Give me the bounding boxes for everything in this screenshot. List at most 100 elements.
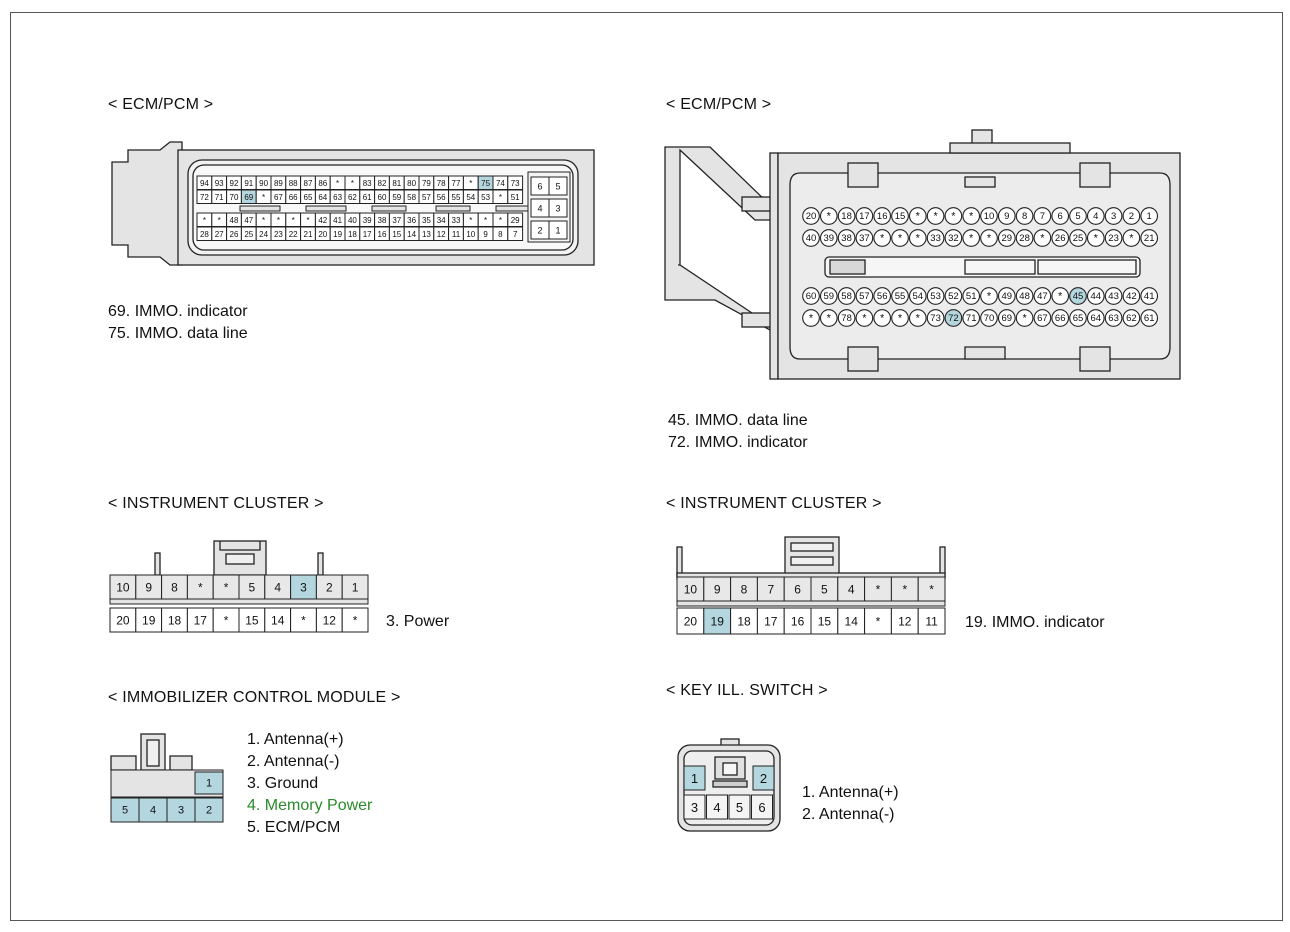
cluster-left-top-pin-3-label: * (198, 581, 203, 595)
ecm-right-pin-1-15 (1069, 229, 1087, 247)
ecm-right-pin-3-5 (891, 309, 909, 327)
ecm-right-pin-label-0-8: * (951, 211, 956, 223)
cluster-left-bottom-pin-9-cell (341, 607, 369, 633)
cluster-right-bottom-pin-2-cell (730, 607, 758, 635)
ecm-right-rail-seg-3 (1037, 259, 1137, 275)
cluster-right-top-pin-2-label: 8 (741, 583, 748, 597)
key-switch-lock-window (722, 762, 738, 776)
ecm-left-pin-1-4-label: * (262, 193, 265, 202)
immobilizer-bottom-pin-1-cell (138, 797, 168, 823)
key-switch-pin-1-cell (752, 765, 775, 791)
ecm-left-pin-1-6-label: 66 (289, 193, 298, 202)
ecm-right-pin-label-1-9: * (969, 233, 974, 245)
cluster-left-divider (109, 598, 369, 605)
ecm-left-pin-3-1-label: 27 (215, 230, 224, 239)
ecm-left-pin-3-2-label: 26 (230, 230, 239, 239)
ecm-right-notch-5 (1079, 346, 1111, 372)
ecm-left-key-bar (371, 205, 407, 212)
ecm-left-pin-0-8-label: 86 (318, 179, 327, 188)
ecm-left-title: < ECM/PCM > (108, 96, 214, 113)
cluster-right-top-pin-9-cell (917, 576, 946, 602)
ecm-left-pin-0-6-label: 88 (289, 179, 298, 188)
ecm-right-pin-label-1-0: 40 (806, 233, 817, 244)
cluster-right-top-pin-1-label: 9 (714, 583, 721, 597)
ecm-left-pin-2-20-label: * (499, 216, 502, 225)
ecm-right-pin-label-2-6: 54 (913, 291, 924, 302)
ecm-right-pin-label-2-7: 53 (930, 291, 941, 302)
immobilizer-note-5: 5. ECM/PCM (247, 819, 341, 836)
cluster-right-bottom-pin-8-label: 12 (898, 615, 912, 629)
cluster-right-bottom-pin-5-label: 15 (818, 615, 832, 629)
ecm-right-pin-label-2-11: 49 (1002, 291, 1013, 302)
ecm-left-pin-2-0-label: * (203, 216, 206, 225)
cluster-right-top-pin-0-label: 10 (684, 583, 698, 597)
ecm-right-pin-1-12 (1015, 229, 1034, 247)
ecm-left-pin-2-15-label: 35 (422, 216, 431, 225)
cluster-left-bottom-pin-9-label: * (353, 614, 358, 628)
immobilizer-bottom-pin-0-cell (110, 797, 140, 823)
ecm-left-pin-1-9-label: 63 (333, 193, 342, 202)
ecm-right-pin-2-1 (819, 287, 838, 305)
ecm-right-pin-0-5 (891, 207, 909, 225)
ecm-right-pin-1-1 (819, 229, 838, 247)
ecm-right-pin-0-19 (1140, 207, 1159, 225)
ecm-left-pin-3-17-label: 11 (452, 230, 461, 239)
ecm-right-pin-0-16 (1086, 207, 1105, 225)
cluster-left-top-pin-6-label: 4 (274, 581, 281, 595)
ecm-right-pin-label-3-9: 71 (966, 313, 977, 324)
ecm-right-pin-0-14 (1051, 207, 1070, 225)
ecm-right-pin-2-4 (873, 287, 892, 305)
cluster-left-bottom-pin-7-label: * (301, 614, 306, 628)
ecm-right-pin-label-1-6: * (916, 233, 921, 245)
ecm-right-pin-label-2-12: 48 (1019, 291, 1030, 302)
ecm-left-pin-1-2-label: 70 (230, 193, 239, 202)
ecm-right-pin-3-0 (802, 309, 820, 327)
ecm-left-side-pin-1-label: 5 (555, 182, 560, 192)
ecm-right-pin-0-3 (855, 207, 874, 225)
ecm-right-pin-label-3-7: 73 (930, 313, 941, 324)
cluster-left-bottom-pin-0-cell (109, 607, 137, 633)
ecm-right-notes: 45. IMMO. data line 72. IMMO. indicator (668, 410, 808, 454)
ecm-right-pin-1-18 (1122, 229, 1141, 247)
cluster-right-title: < INSTRUMENT CLUSTER > (666, 495, 882, 512)
ecm-left-pin-2-9-label: 41 (333, 216, 342, 225)
immobilizer-lock-window (146, 739, 160, 767)
ecm-left-pin-0-12-label: 82 (378, 179, 387, 188)
ecm-right-pin-2-9 (962, 287, 981, 305)
ecm-right-pin-label-1-5: * (898, 233, 903, 245)
ecm-right-pin-label-3-16: 64 (1091, 313, 1102, 324)
ecm-left-pin-2-2-label: 48 (230, 216, 239, 225)
ecm-left-pin-3-4-label: 24 (259, 230, 268, 239)
ecm-right-pin-label-2-15: 45 (1073, 291, 1084, 302)
ecm-right-note-1: 45. IMMO. data line (668, 412, 808, 429)
cluster-right-note: 19. IMMO. indicator (965, 614, 1105, 631)
ecm-right-pin-2-5 (891, 287, 909, 305)
key-switch-pin-0-cell (683, 765, 706, 791)
ecm-right-pin-label-2-16: 44 (1091, 291, 1102, 302)
cluster-left-post-left (154, 552, 161, 576)
ecm-left-pin-0-14-label: 80 (407, 179, 416, 188)
ecm-right-pin-1-4 (873, 229, 892, 247)
ecm-left-pin-2-19-label: * (484, 216, 487, 225)
immobilizer-bottom-pin-3-label: 2 (206, 805, 212, 817)
ecm-right-pin-2-6 (908, 287, 927, 305)
ecm-right-pin-0-12 (1015, 207, 1034, 225)
ecm-left-pin-2-3-label: 47 (244, 216, 253, 225)
cluster-right-bottom-pin-5-cell (810, 607, 839, 635)
immobilizer-shoulder-left (110, 755, 137, 771)
ecm-right-pin-label-3-17: 63 (1108, 313, 1119, 324)
ecm-left-pin-1-8-label: 64 (318, 193, 327, 202)
ecm-left-note-1: 69. IMMO. indicator (108, 303, 248, 320)
ecm-right-pin-label-0-14: 6 (1058, 211, 1063, 222)
ecm-right-pin-2-11 (997, 287, 1016, 305)
cluster-right-lock-slot-2 (790, 556, 834, 566)
cluster-left-bottom-pin-3-label: 17 (194, 614, 208, 628)
key-switch-note-2: 2. Antenna(-) (802, 806, 895, 823)
ecm-left-pin-0-17-label: 77 (452, 179, 461, 188)
ecm-right-pin-label-0-2: 18 (841, 211, 852, 222)
ecm-left-pin-3-21-cell (507, 226, 524, 241)
ecm-right-pin-3-18 (1122, 309, 1141, 327)
ecm-right-pin-label-1-17: 23 (1108, 233, 1119, 244)
ecm-right-pin-label-2-5: 55 (895, 291, 906, 302)
